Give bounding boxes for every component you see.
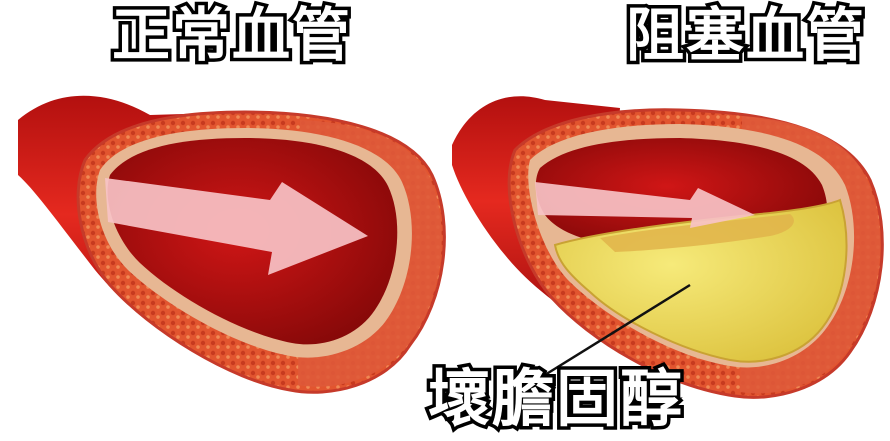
normal-vessel-title: 正常血管: [112, 6, 352, 64]
blocked-vessel-title: 阻塞血管: [626, 6, 866, 64]
cholesterol-label: 壞膽固醇: [428, 368, 684, 430]
blocked-vessel: [452, 96, 882, 397]
normal-vessel: [18, 96, 444, 393]
